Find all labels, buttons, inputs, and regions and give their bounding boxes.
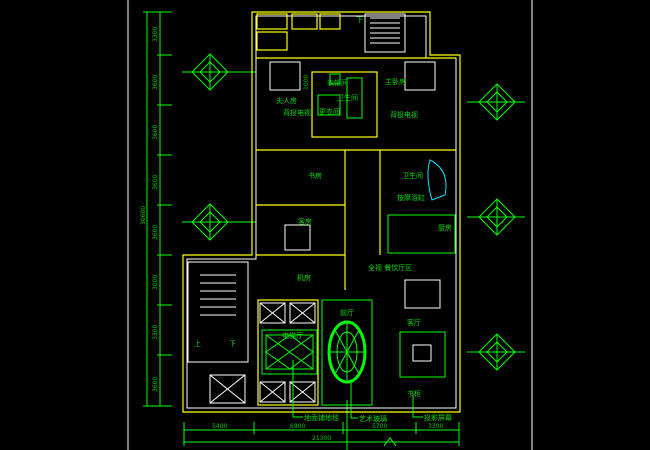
label-study: 书房 xyxy=(308,171,322,180)
label-foyer: 前厅 xyxy=(340,308,354,317)
dim-h-3: 5700 xyxy=(372,423,387,430)
planter-diamond-icons xyxy=(182,53,525,371)
label-bathroom-right: 卫生间 xyxy=(402,171,423,180)
label-wife-room: 夫人房 xyxy=(276,96,297,105)
label-kitchen: 厨房 xyxy=(438,223,452,232)
dim-v-1: 3300 xyxy=(152,27,159,42)
label-machine-room: 机房 xyxy=(297,273,311,282)
dim-v-3: 3600 xyxy=(152,125,159,140)
dim-v-4: 3600 xyxy=(152,175,159,190)
callout-carpet: 地面铺地毯 xyxy=(304,413,339,422)
label-stair-up-left: 上 xyxy=(194,339,201,348)
dim-h-4: 3300 xyxy=(428,423,443,430)
label-bathroom-upper: 卫生间 xyxy=(337,93,358,102)
label-tv-right: 背投电视 xyxy=(390,110,418,119)
dim-h-total: 21300 xyxy=(312,435,331,442)
room-labels: 夫人房 主卧房 背投电视 背投电视 更衣间 卫生间 衣帽间 1000 书房 卫生… xyxy=(194,16,452,398)
dim-h-2: 6900 xyxy=(290,423,305,430)
label-dim-1000: 1000 xyxy=(303,75,310,90)
dim-v-7: 3300 xyxy=(152,325,159,340)
walls xyxy=(182,11,461,413)
label-bookcase: 书柜 xyxy=(407,389,421,398)
dim-v-6: 3000 xyxy=(152,275,159,290)
label-stair-down-top: 下 xyxy=(356,16,363,24)
label-tv-left: 背投电视 xyxy=(283,108,311,117)
label-stair-down-left: 下 xyxy=(229,340,236,348)
label-guest-room: 客房 xyxy=(298,217,312,226)
horizontal-dimension-chain: 5400 6900 5700 3300 21300 xyxy=(183,400,460,450)
dim-v-total: 30600 xyxy=(140,206,147,225)
dim-v-5: 3600 xyxy=(152,225,159,240)
vertical-dimension-chain: 3300 3600 3600 3600 3600 3000 3300 3600 … xyxy=(140,11,172,407)
label-dining-area: 全视 餐饮厅区 xyxy=(368,263,412,272)
label-elevator-hall: 电梯厅 xyxy=(282,331,303,340)
label-master-bedroom: 主卧房 xyxy=(385,77,406,86)
label-dressing-room: 更衣间 xyxy=(319,107,340,116)
label-living-room: 客厅 xyxy=(407,318,421,327)
dim-v-2: 3600 xyxy=(152,75,159,90)
dim-v-8: 3600 xyxy=(152,377,159,392)
north-arrow-icon xyxy=(383,437,397,447)
label-cloak-room: 衣帽间 xyxy=(327,78,348,87)
callout-art-glass: 艺术玻璃 xyxy=(359,414,387,423)
callout-projection-screen: 投影屏幕 xyxy=(424,413,452,422)
dim-h-1: 5400 xyxy=(212,423,227,430)
callouts: 地面铺地毯 艺术玻璃 投影屏幕 xyxy=(292,360,452,423)
label-massage-tub: 按摩浴缸 xyxy=(397,193,425,202)
